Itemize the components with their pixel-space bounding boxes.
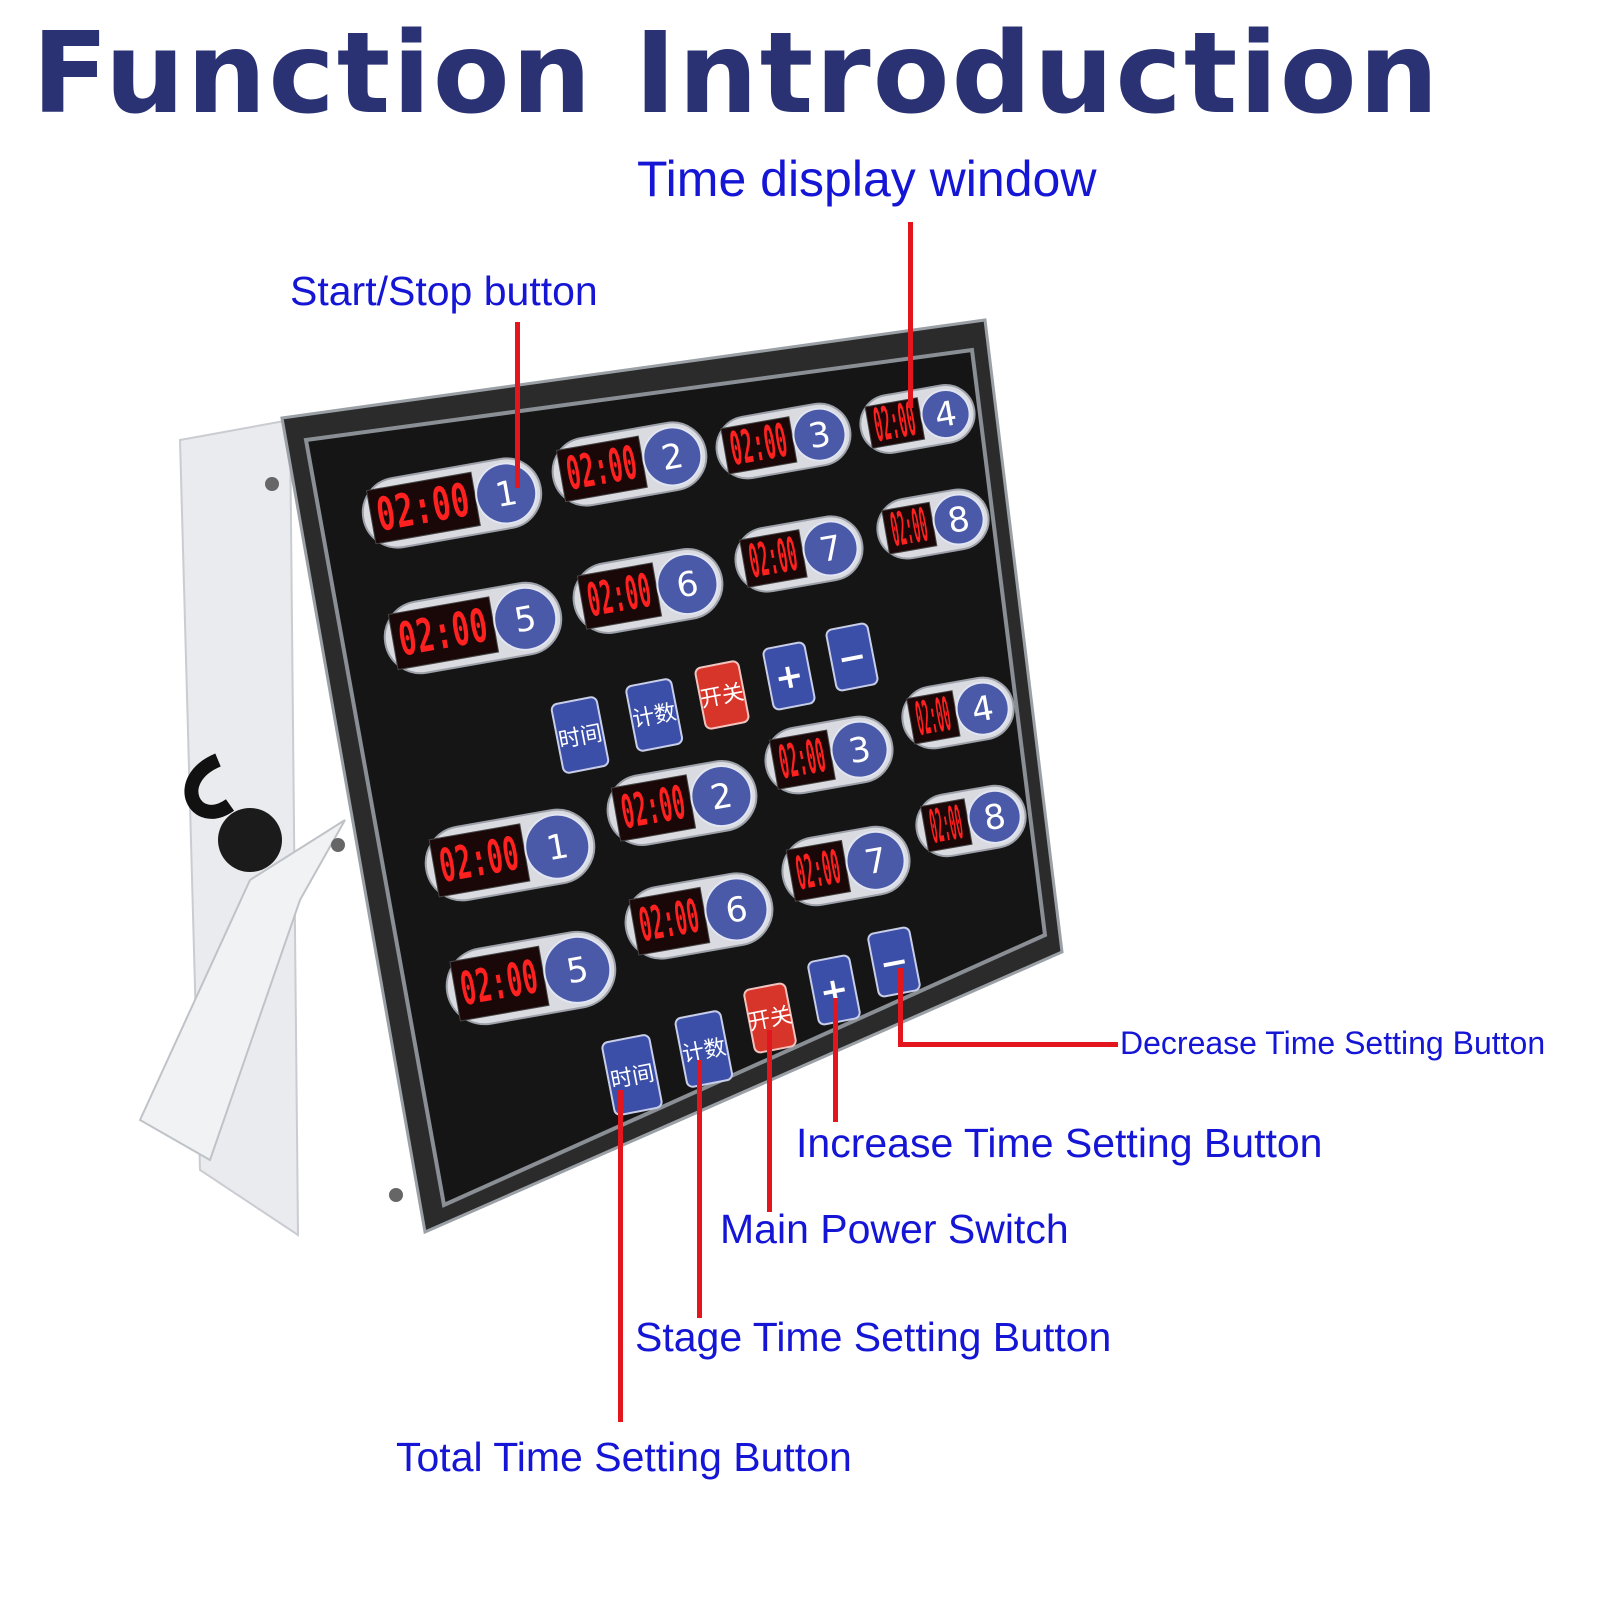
timer-reading: 02:00 xyxy=(617,775,689,839)
upper-timer-3: 02:003 xyxy=(715,402,852,480)
leader-decrease-vertical xyxy=(898,968,903,1046)
upper-timer-bank: 02:00102:00202:00302:00402:00502:00602:0… xyxy=(361,384,990,675)
upper-plus-key[interactable]: + xyxy=(762,641,816,711)
leader-total xyxy=(618,1090,623,1422)
lower-timer-5: 02:005 xyxy=(445,930,617,1026)
upper-timer-1: 02:001 xyxy=(361,457,543,549)
start-stop-button[interactable] xyxy=(953,679,1013,739)
start-stop-button[interactable] xyxy=(471,459,541,529)
lower-timer-4: 02:004 xyxy=(901,676,1015,750)
timer-reading: 02:00 xyxy=(745,527,802,589)
callout-increase-time-setting-button: Increase Time Setting Button xyxy=(796,1120,1323,1166)
callout-total-time-setting-button: Total Time Setting Button xyxy=(396,1434,852,1480)
start-stop-button[interactable] xyxy=(687,761,757,831)
start-stop-button[interactable] xyxy=(653,549,723,619)
lower-timer-1: 02:001 xyxy=(424,808,596,902)
start-stop-button[interactable] xyxy=(539,932,615,1008)
upper-stage-time-key[interactable]: 计数 xyxy=(625,678,684,752)
power-cord xyxy=(184,753,235,819)
start-stop-button[interactable] xyxy=(489,583,561,655)
lower-timer-3: 02:003 xyxy=(764,715,894,795)
screw-icon xyxy=(389,1188,403,1202)
leader-increase xyxy=(833,998,838,1122)
page-title: Function Introduction xyxy=(32,9,1441,139)
screw-icon xyxy=(331,838,345,852)
lower-timer-2: 02:002 xyxy=(606,760,758,846)
start-stop-button[interactable] xyxy=(789,405,849,465)
lower-timer-6: 02:006 xyxy=(624,872,774,960)
upper-timer-2: 02:002 xyxy=(551,421,708,507)
upper-timer-5: 02:005 xyxy=(383,581,563,675)
leader-start-stop xyxy=(515,322,520,488)
timer-reading: 02:00 xyxy=(792,839,845,900)
lower-timer-bank: 02:00102:00202:00302:00402:00502:00602:0… xyxy=(424,676,1027,1026)
start-stop-button[interactable] xyxy=(918,386,974,442)
callout-stage-time-setting-button: Stage Time Setting Button xyxy=(635,1314,1112,1360)
start-stop-button[interactable] xyxy=(701,873,773,945)
upper-total-time-key[interactable]: 时间 xyxy=(550,696,610,774)
timer-reading: 02:00 xyxy=(726,413,792,476)
start-stop-button[interactable] xyxy=(827,717,892,782)
callout-time-display-window: Time display window xyxy=(637,151,1097,207)
leader-power xyxy=(767,1030,772,1212)
upper-timer-8: 02:008 xyxy=(876,488,990,560)
start-stop-button[interactable] xyxy=(639,423,706,490)
start-stop-button[interactable] xyxy=(520,810,594,884)
callout-decrease-time-setting-button: Decrease Time Setting Button xyxy=(1120,1025,1546,1061)
timer-reading: 02:00 xyxy=(456,949,542,1016)
lower-timer-8: 02:008 xyxy=(915,784,1027,858)
callout-main-power-switch: Main Power Switch xyxy=(720,1206,1069,1252)
upper-timer-6: 02:006 xyxy=(572,548,724,634)
timer-reading: 02:00 xyxy=(562,435,641,501)
leader-stage xyxy=(697,1060,702,1318)
lower-timer-7: 02:007 xyxy=(781,825,911,907)
upper-timer-7: 02:007 xyxy=(734,515,864,593)
screw-icon xyxy=(265,477,279,491)
total-time-setting-key[interactable]: 时间 xyxy=(601,1034,663,1116)
start-stop-button[interactable] xyxy=(842,827,909,894)
timer-reading: 02:00 xyxy=(775,728,830,789)
adjust-knob xyxy=(218,808,282,872)
stage-time-setting-key[interactable]: 计数 xyxy=(674,1010,734,1088)
upper-minus-key[interactable]: − xyxy=(825,622,879,692)
leader-decrease-horizontal xyxy=(898,1042,1118,1047)
callout-start-stop-button: Start/Stop button xyxy=(290,268,598,314)
leader-time-display xyxy=(908,222,913,408)
timer-reading: 02:00 xyxy=(583,563,655,627)
upper-power-key[interactable]: 开关 xyxy=(694,660,750,730)
start-stop-button[interactable] xyxy=(965,787,1025,847)
start-stop-button[interactable] xyxy=(799,517,862,580)
stand-leg xyxy=(138,819,346,1162)
decrease-time-setting-key[interactable]: − xyxy=(867,926,921,998)
start-stop-button[interactable] xyxy=(930,491,988,549)
timer-reading: 02:00 xyxy=(635,888,703,952)
